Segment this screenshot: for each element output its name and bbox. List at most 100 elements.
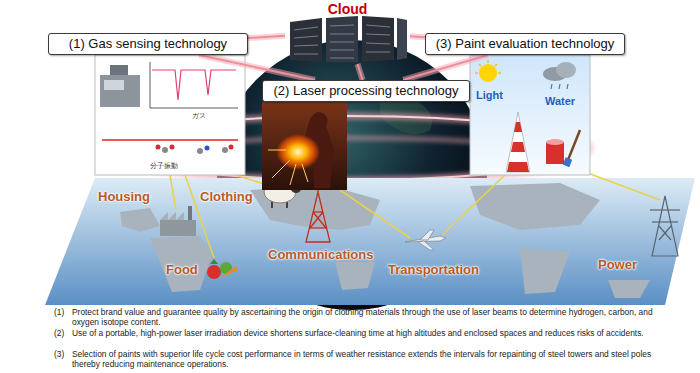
illustration-part: [330, 50, 354, 51]
gas-sensing-picture: [95, 55, 245, 175]
world-map: [45, 178, 695, 305]
factory-icon: [160, 206, 196, 236]
paint-picture: [470, 55, 590, 175]
illustration-part: [568, 130, 580, 160]
illustration-part: [104, 80, 124, 90]
picture-caption: ガス: [192, 112, 206, 121]
sector-label: Housing: [98, 189, 150, 204]
illustration-part: [487, 60, 488, 63]
illustration-part: [156, 145, 161, 150]
illustration-part: [652, 221, 678, 222]
illustration-part: [366, 52, 390, 53]
illustration-part: [335, 262, 375, 290]
illustration-part: [294, 25, 390, 58]
illustration-part: [362, 16, 394, 62]
illustration-part: [514, 122, 522, 132]
illustration-part: [366, 43, 390, 44]
illustration-part: [608, 280, 650, 298]
illustration-part: [290, 18, 322, 62]
illustration-part: [511, 142, 525, 152]
server-racks: [290, 16, 407, 62]
illustration-part: [268, 150, 308, 185]
node-title: (2) Laser processing technology: [274, 83, 459, 98]
illustration-part: [551, 84, 568, 89]
illustration-part: [585, 172, 660, 200]
note-text: Protect brand value and guarantee qualit…: [72, 307, 657, 327]
illustration-part: [207, 265, 221, 279]
illustration-part: [420, 230, 434, 240]
network-link: [199, 55, 315, 80]
technology-box: (2) Laser processing technology: [262, 80, 470, 102]
illustration-part: [366, 34, 390, 35]
illustration-part: [330, 25, 354, 26]
network-link: [248, 36, 285, 38]
illustration-part: [475, 72, 478, 73]
illustration-part: [220, 266, 238, 278]
illustration-part: [235, 175, 264, 184]
sector-label: Power: [598, 257, 637, 272]
illustration-part: [506, 112, 530, 172]
illustration-part: [551, 84, 552, 89]
illustration-part: [340, 190, 410, 238]
connector-glow: [403, 55, 488, 80]
illustration-part: [495, 64, 497, 66]
illustration-part: [205, 146, 210, 151]
illustration-part: [310, 212, 323, 228]
illustration-part: [268, 150, 286, 151]
network-link: [358, 64, 363, 80]
illustration-part: [366, 25, 390, 27]
illustration-part: [520, 248, 570, 294]
airplane-icon: [405, 230, 446, 250]
illustration-part: [294, 54, 318, 55]
sector-label: Food: [166, 262, 198, 277]
illustration-part: [294, 45, 318, 46]
illustration-part: [507, 162, 529, 172]
illustration-part: [546, 139, 564, 145]
illustration-part: [546, 142, 564, 164]
illustration-part: [150, 108, 238, 109]
illustration-part: [313, 211, 323, 212]
food-icon: [207, 259, 238, 279]
illustration-part: [110, 65, 128, 75]
illustration-part: [659, 226, 671, 240]
picture-caption: Water: [545, 95, 575, 108]
illustration-part: [326, 16, 358, 62]
sector-label: Transportation: [388, 262, 479, 277]
illustration-part: [262, 102, 347, 190]
connector-glow: [358, 64, 363, 80]
illustration-part: [222, 147, 228, 153]
note-text: Use of a portable, high-power laser irra…: [72, 328, 657, 338]
illustration-part: [330, 42, 354, 43]
illustration-part: [479, 64, 481, 66]
note-number: (1): [54, 307, 64, 317]
illustration-part: [475, 60, 501, 73]
illustration-part: [95, 55, 245, 175]
node-title: (3) Paint evaluation technology: [436, 36, 615, 51]
illustration-part: [652, 196, 678, 256]
illustration-part: [659, 226, 671, 240]
network-link: [403, 55, 488, 80]
illustration-part: [188, 206, 192, 220]
illustration-part: [170, 145, 175, 150]
illustration-part: [302, 164, 308, 182]
application-links: [170, 172, 660, 258]
illustration-part: [294, 27, 318, 30]
illustration-part: [442, 175, 505, 235]
picture-caption: 分子振動: [150, 162, 178, 171]
illustration-part: [102, 139, 238, 141]
illustration-part: [330, 58, 354, 59]
note-number: (2): [54, 328, 64, 338]
connector-glow: [248, 36, 285, 38]
illustration-part: [310, 227, 326, 228]
node-title: (1) Gas sensing technology: [69, 36, 227, 51]
illustration-part: [170, 175, 176, 210]
connector-glow: [199, 55, 315, 80]
illustration-part: [479, 64, 497, 82]
network-link: [410, 36, 425, 37]
pylon-icon: [650, 196, 680, 256]
laser-picture: [262, 102, 347, 190]
illustration-part: [418, 241, 434, 250]
illustration-part: [197, 148, 203, 154]
continents: [120, 183, 650, 298]
